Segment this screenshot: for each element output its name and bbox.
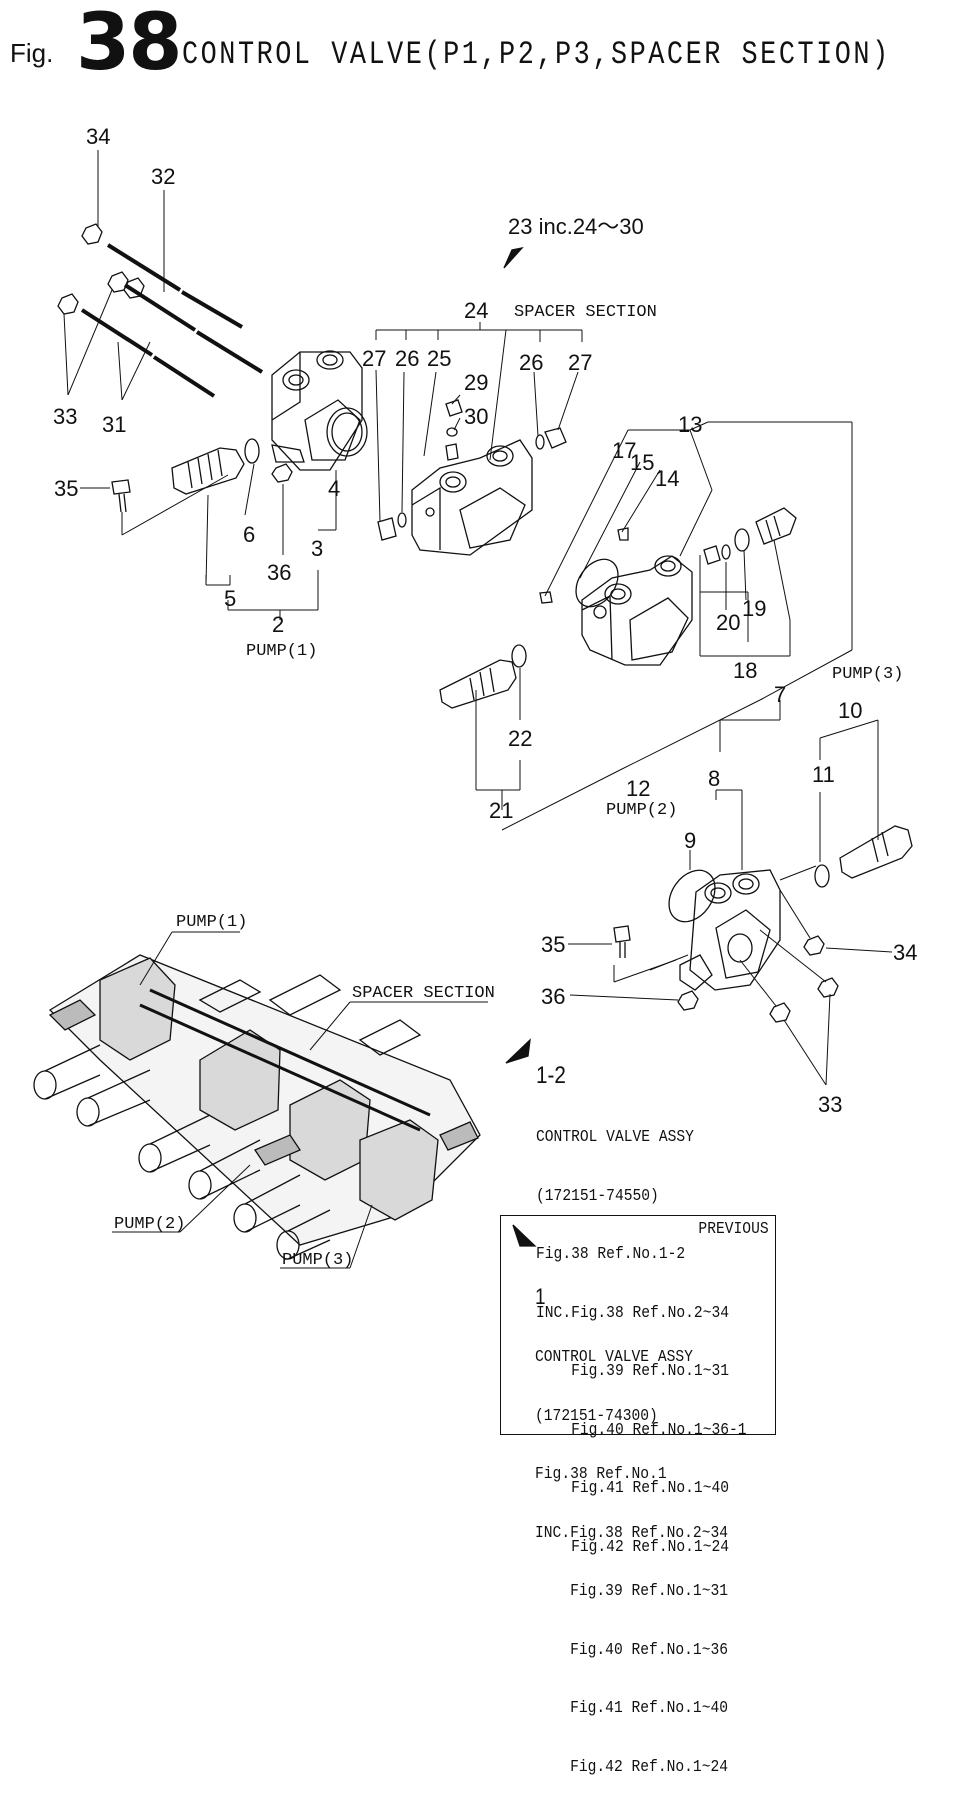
- pump3-valve-body: [613, 825, 913, 1023]
- overview-pump3-label: PUMP(3): [282, 1251, 353, 1270]
- relief-valve-pump2: [439, 644, 527, 709]
- callout-9: 9: [684, 828, 696, 853]
- callout-21: 21: [489, 798, 513, 823]
- previous-tag: PREVIOUS: [698, 1220, 769, 1239]
- previous-assy-box: PREVIOUS 1 CONTROL VALVE ASSY (172151-74…: [500, 1215, 776, 1777]
- callout-32: 32: [151, 164, 175, 189]
- pump1-label: PUMP(1): [246, 642, 317, 661]
- current-assy-name: CONTROL VALVE ASSY: [536, 1128, 694, 1147]
- nut-icon: [271, 463, 293, 483]
- arrow-icon: [505, 1038, 531, 1064]
- callout-6: 6: [243, 522, 255, 547]
- exploded-parts-diagram: 34 32 33 31 35 6 4 3 36 5 2 PUMP(1) 23 i…: [33, 124, 917, 1270]
- leader-lines-pump3: [568, 719, 893, 1086]
- callout-7: 7: [774, 682, 786, 707]
- pump1-valve-body: [271, 350, 368, 471]
- fig-prefix: Fig.: [10, 38, 54, 68]
- callout-34: 34: [86, 124, 110, 149]
- nut-icon: [803, 935, 825, 956]
- previous-assy-inc-2: Fig.40 Ref.No.1~36: [535, 1640, 729, 1660]
- leader-lines-pump2: [475, 421, 853, 831]
- spacer-section-body: [377, 399, 567, 556]
- callout-34b: 34: [893, 940, 917, 965]
- current-assy-fig-ref: Fig.38 Ref.No.1-2: [536, 1245, 686, 1264]
- arrow-icon: [503, 246, 524, 269]
- callout-17: 17: [612, 438, 636, 463]
- callout-35b: 35: [541, 932, 565, 957]
- callout-27: 27: [362, 346, 386, 371]
- callout-10: 10: [838, 698, 862, 723]
- previous-assy-inc-0: INC.Fig.38 Ref.No.2~34: [535, 1523, 729, 1543]
- callout-33b: 33: [818, 1092, 842, 1117]
- callout-11: 11: [812, 762, 835, 787]
- overview-assembly: [33, 954, 481, 1260]
- callout-36: 36: [267, 560, 291, 585]
- bolt-icon: [613, 925, 631, 943]
- overview-pump2-label: PUMP(2): [114, 1215, 185, 1234]
- previous-assy-inc-3: Fig.41 Ref.No.1~40: [535, 1699, 729, 1718]
- fig-title: CONTROL VALVE(P1,P2,P3,SPACER SECTION): [182, 36, 891, 73]
- callout-5: 5: [224, 586, 236, 611]
- nut-icon: [81, 223, 103, 245]
- callout-13: 13: [678, 412, 702, 437]
- current-assy-inc-1: Fig.39 Ref.No.1~31: [536, 1362, 730, 1381]
- fig-number: 38: [76, 0, 183, 88]
- callout-29: 29: [464, 370, 488, 395]
- previous-assy-inc-1: Fig.39 Ref.No.1~31: [535, 1582, 729, 1601]
- previous-assy-fig-ref: Fig.38 Ref.No.1: [535, 1465, 667, 1484]
- plug-icon: [544, 427, 567, 449]
- pump3-label: PUMP(3): [832, 665, 903, 684]
- leader-lines-spacer: [375, 322, 583, 523]
- callout-27b: 27: [568, 350, 592, 375]
- plug-icon: [377, 517, 397, 541]
- callout-30: 30: [464, 404, 488, 429]
- callout-19: 19: [742, 596, 766, 621]
- spacer-section-label: SPACER SECTION: [514, 303, 657, 322]
- callout-31: 31: [102, 412, 126, 437]
- leader-lines-pump1: [63, 150, 337, 620]
- callout-14: 14: [655, 466, 679, 491]
- callout-3: 3: [311, 536, 323, 561]
- callout-2: 2: [272, 612, 284, 637]
- previous-assy-ref: 1: [535, 1284, 546, 1309]
- nut-icon: [57, 293, 79, 315]
- arrow-icon: [512, 1224, 537, 1247]
- callout-22: 22: [508, 726, 532, 751]
- callout-23: 23 inc.24～30: [508, 214, 644, 239]
- callout-15: 15: [630, 450, 654, 475]
- current-assy-inc-0: INC.Fig.38 Ref.No.2~34: [536, 1303, 730, 1323]
- overview-spacer-label: SPACER SECTION: [352, 984, 495, 1003]
- overview-pump1-label: PUMP(1): [176, 913, 247, 932]
- callout-26: 26: [395, 346, 419, 371]
- pump2-label: PUMP(2): [606, 801, 677, 820]
- nut-icon: [817, 977, 839, 998]
- callout-8: 8: [708, 766, 720, 791]
- previous-assy-name: CONTROL VALVE ASSY: [535, 1348, 693, 1367]
- callout-18: 18: [733, 658, 757, 683]
- previous-assy-info: 1 CONTROL VALVE ASSY (172151-74300) Fig.…: [535, 1246, 728, 1816]
- callout-24: 24: [464, 298, 488, 323]
- plug-icon: [755, 507, 797, 545]
- leader-lines-overview: [112, 931, 488, 1269]
- callout-26b: 26: [519, 350, 543, 375]
- callout-20: 20: [716, 610, 740, 635]
- callout-33: 33: [53, 404, 77, 429]
- relief-valve-pump1: [171, 438, 260, 495]
- previous-assy-part-no: (172151-74300): [535, 1406, 658, 1426]
- callout-35: 35: [54, 476, 78, 501]
- callout-25: 25: [427, 346, 451, 371]
- current-assy-part-no: (172151-74550): [536, 1186, 659, 1206]
- bolt-icon: [111, 479, 131, 513]
- callout-36b: 36: [541, 984, 565, 1009]
- nut-icon: [123, 277, 145, 299]
- callout-12: 12: [626, 776, 650, 801]
- previous-assy-inc-4: Fig.42 Ref.No.1~24: [535, 1757, 729, 1777]
- current-assy-ref: 1-2: [536, 1062, 566, 1089]
- tie-rods-group: [57, 223, 264, 398]
- callout-4: 4: [328, 476, 340, 501]
- nut-icon: [677, 990, 699, 1011]
- nut-icon: [769, 1002, 791, 1023]
- pump2-valve-body: [539, 507, 797, 666]
